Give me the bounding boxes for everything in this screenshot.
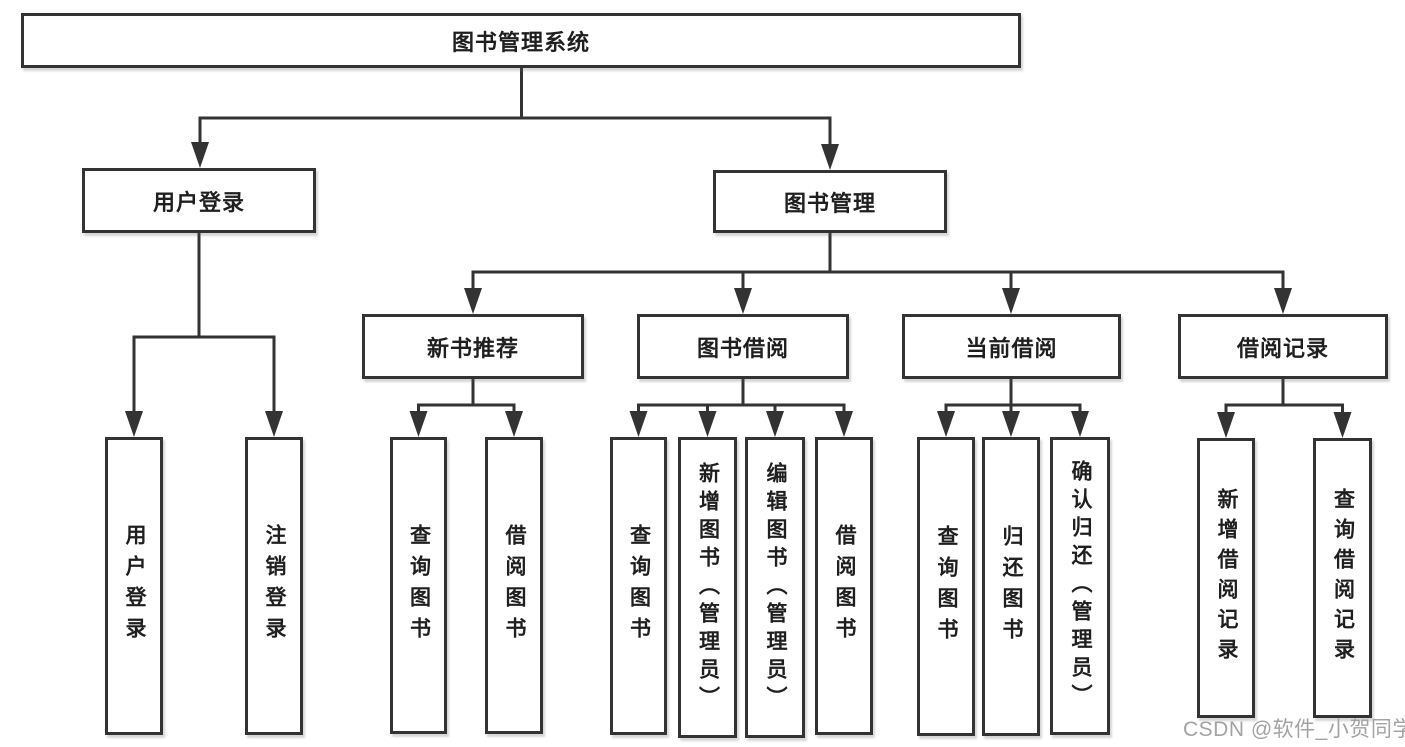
- leaf-user-login: 用户登录: [105, 437, 163, 735]
- node-label: 确认归还（管理员）: [1069, 460, 1092, 712]
- node-label: 归还图书: [1000, 524, 1023, 649]
- node-label: 图书借阅: [696, 335, 789, 361]
- node-label: 借阅图书: [503, 523, 526, 648]
- node-label: 查询图书: [935, 524, 958, 649]
- node-label: 用户登录: [152, 189, 245, 215]
- leaf-query-books-recommend: 查询图书: [390, 437, 447, 734]
- leaf-borrow-books-recommend: 借阅图书: [485, 437, 543, 734]
- node-label: 查询借阅记录: [1331, 488, 1355, 668]
- node-label: 新增图书（管理员）: [696, 461, 720, 714]
- leaf-add-borrow-record: 新增借阅记录: [1197, 438, 1255, 718]
- leaf-logout: 注销登录: [245, 437, 303, 735]
- leaf-add-books-admin: 新增图书（管理员）: [678, 437, 737, 738]
- leaf-query-books-borrowing: 查询图书: [610, 437, 667, 735]
- leaf-return-books: 归还图书: [982, 437, 1040, 736]
- leaf-borrow-books-borrowing: 借阅图书: [815, 437, 873, 735]
- node-label: 查询图书: [627, 524, 651, 648]
- arrowheads: [125, 142, 1352, 438]
- node-current-borrowing: 当前借阅: [902, 314, 1121, 379]
- node-label: 注销登录: [263, 524, 286, 648]
- node-book-management: 图书管理: [713, 170, 947, 233]
- node-label: 图书管理: [783, 190, 876, 216]
- node-label: 借阅图书: [833, 524, 856, 648]
- node-new-book-recommendation: 新书推荐: [362, 314, 584, 379]
- node-label: 借阅记录: [1236, 335, 1329, 361]
- watermark: CSDN @软件_小贺同学: [1183, 718, 1405, 741]
- connector-lines: [132, 68, 1344, 419]
- node-borrowing-records: 借阅记录: [1178, 314, 1388, 379]
- leaf-query-borrow-record: 查询借阅记录: [1313, 438, 1372, 718]
- node-label: 当前借阅: [965, 335, 1058, 361]
- node-label: 图书管理系统: [451, 29, 590, 55]
- node-label: 用户登录: [123, 524, 146, 648]
- node-label: 编辑图书（管理员）: [764, 461, 787, 714]
- node-label: 查询图书: [407, 523, 431, 648]
- leaf-edit-books-admin: 编辑图书（管理员）: [745, 437, 805, 738]
- leaf-query-books-current: 查询图书: [917, 437, 975, 736]
- node-label: 新书推荐: [426, 335, 519, 361]
- node-library-management-system: 图书管理系统: [21, 13, 1021, 68]
- leaf-confirm-return-admin: 确认归还（管理员）: [1050, 437, 1110, 735]
- node-user-login: 用户登录: [82, 168, 316, 233]
- node-book-borrowing: 图书借阅: [637, 314, 849, 379]
- node-label: 新增借阅记录: [1215, 488, 1238, 668]
